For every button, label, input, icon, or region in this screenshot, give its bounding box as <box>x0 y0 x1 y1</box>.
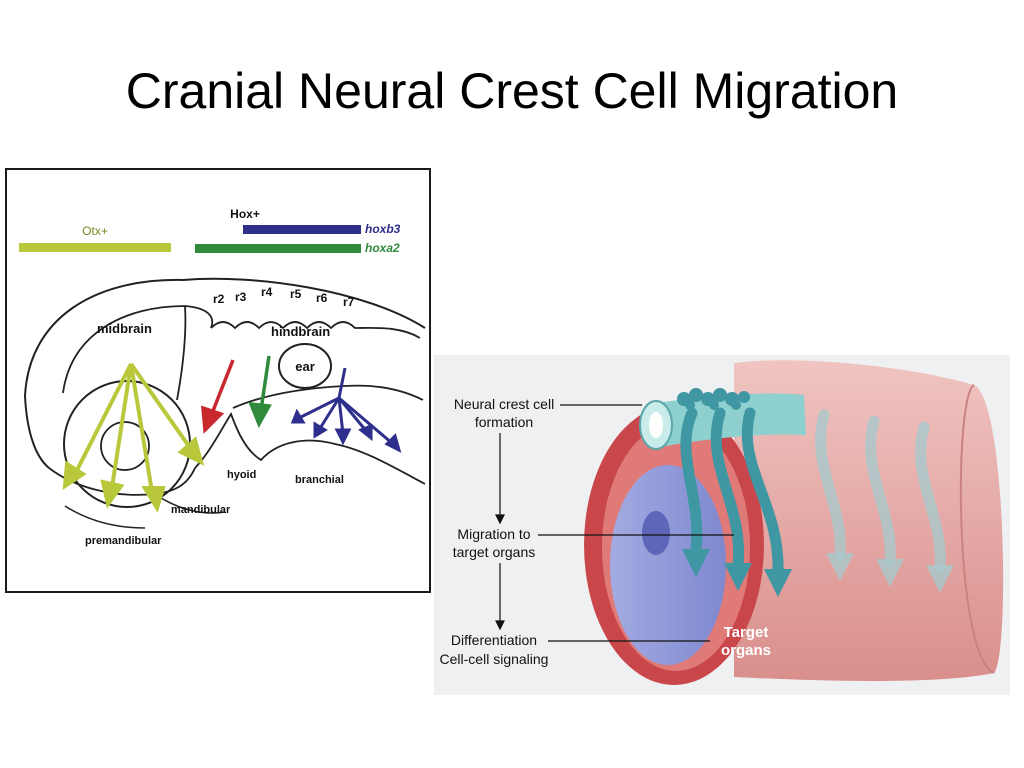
red-migration-arrow <box>201 359 235 434</box>
otx-bar <box>19 243 171 252</box>
target-tissue-tube <box>734 360 1004 681</box>
hindbrain-label: hindbrain <box>271 324 330 339</box>
hoxb3-migration-arrows <box>290 367 402 453</box>
eye-lens <box>100 421 150 471</box>
neural-crest-cell-cluster <box>677 388 750 410</box>
blue-inner-spot <box>642 511 670 555</box>
premandibular-line <box>64 505 146 529</box>
ear-vesicle <box>278 343 332 389</box>
slide-title: Cranial Neural Crest Cell Migration <box>125 63 899 119</box>
formation-label-line1: Neural crest cell <box>454 396 554 412</box>
midbrain-boundary <box>176 305 187 401</box>
target-organs-label-line1: Target <box>724 624 769 641</box>
rhombomere-r7: r7 <box>343 295 355 309</box>
rhombomere-scallops <box>210 321 421 339</box>
embryo-head-diagram: Otx+ Hox+ hoxb3 hoxa2 <box>5 168 431 593</box>
migration-arrowheads-back <box>826 553 954 593</box>
process-flow-arrows <box>495 433 505 631</box>
hyoid-label: hyoid <box>227 469 256 481</box>
rhombomere-r5: r5 <box>290 287 302 301</box>
migration-arrows-front <box>680 407 784 577</box>
rhombomere-r2: r2 <box>213 292 225 306</box>
blue-tissue-layer <box>610 465 726 665</box>
pharyngeal-arches <box>194 411 426 485</box>
mandibular-label: mandibular <box>171 504 231 516</box>
neural-tube-lumen <box>649 412 663 438</box>
branchial-label: branchial <box>295 474 344 486</box>
hoxb3-label: hoxb3 <box>365 222 401 236</box>
ear-label: ear <box>295 359 315 374</box>
migration-arrows-back <box>815 409 946 573</box>
target-organs-label-line2: organs <box>721 642 771 659</box>
migration-label-line1: Migration to <box>457 526 530 542</box>
hoxb3-bar <box>243 225 361 234</box>
hoxa2-label: hoxa2 <box>365 241 400 255</box>
otx-migration-arrows <box>62 362 205 513</box>
head-outline <box>24 277 426 397</box>
midbrain-outline <box>62 305 214 394</box>
otx-label: Otx+ <box>82 224 108 238</box>
rhombomere-r3: r3 <box>235 290 247 304</box>
hox-label: Hox+ <box>230 207 260 221</box>
formation-label-line2: formation <box>475 414 533 430</box>
migration-arrowheads-front <box>682 549 792 597</box>
differentiation-label-line2: Cell-cell signaling <box>440 651 549 667</box>
differentiation-label-line1: Differentiation <box>451 632 537 648</box>
migration-label-line2: target organs <box>453 544 536 560</box>
figure-frame <box>5 168 431 593</box>
midbrain-label: midbrain <box>97 321 152 336</box>
premandibular-label: premandibular <box>85 535 162 547</box>
tube-end-edge <box>959 384 995 674</box>
rhombomere-r4: r4 <box>261 285 273 299</box>
face-outline <box>24 395 50 469</box>
rhombomere-r6: r6 <box>316 291 328 305</box>
neural-crest-migration-diagram: Neural crest cell formation Migration to… <box>434 355 1010 695</box>
green-migration-arrow <box>248 355 272 429</box>
hoxa2-bar <box>195 244 361 253</box>
